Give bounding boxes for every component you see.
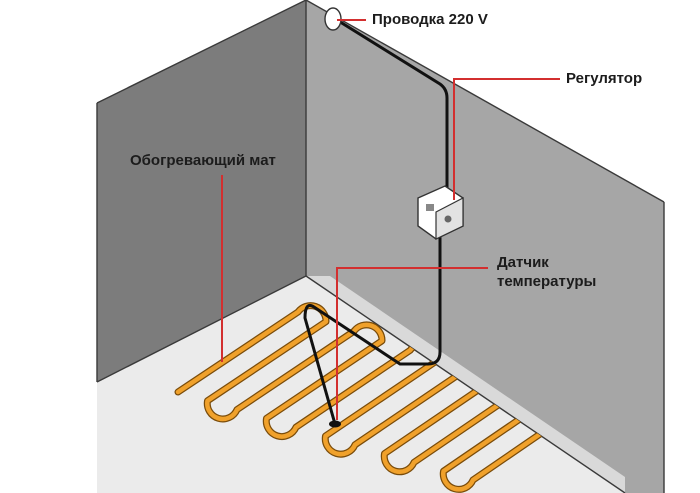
label-heating-mat: Обогревающий мат bbox=[130, 152, 276, 169]
heating-mat bbox=[174, 302, 610, 493]
left-wall bbox=[97, 0, 306, 382]
label-sensor-line1: Датчик bbox=[497, 254, 549, 271]
sensor-wire bbox=[303, 226, 442, 426]
room-edges bbox=[96, 0, 665, 493]
label-wiring: Проводка 220 V bbox=[372, 11, 488, 28]
leader-lines bbox=[221, 19, 560, 420]
label-temperature-sensor: Датчик температуры bbox=[497, 253, 596, 291]
wiring bbox=[303, 18, 449, 426]
thermostat-icon bbox=[417, 185, 464, 240]
leader-sensor bbox=[336, 267, 488, 420]
label-regulator: Регулятор bbox=[566, 70, 643, 87]
temperature-sensor-icon bbox=[329, 420, 341, 428]
heating-cable bbox=[175, 303, 609, 492]
label-sensor-line2: температуры bbox=[497, 273, 597, 290]
leader-regulator bbox=[453, 78, 560, 200]
back-wall bbox=[306, 0, 664, 493]
power-wire bbox=[335, 18, 449, 202]
